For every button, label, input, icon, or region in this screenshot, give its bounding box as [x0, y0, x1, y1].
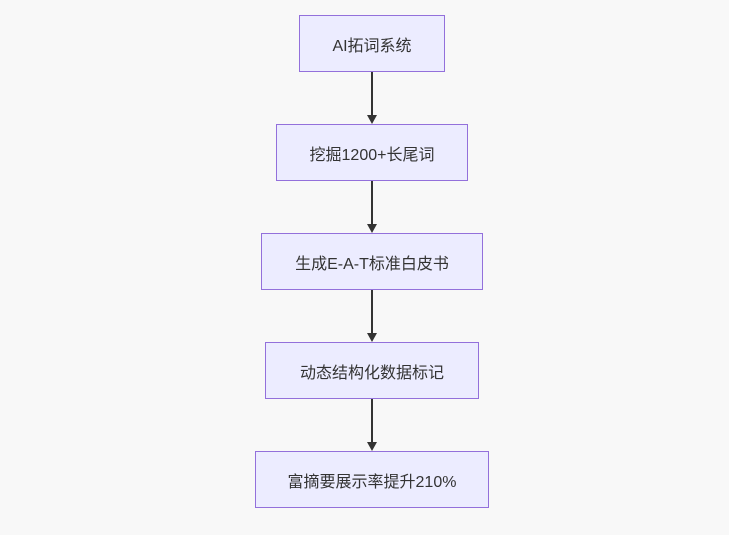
flow-edge-2-3	[367, 181, 377, 233]
flow-edge-3-4	[367, 290, 377, 342]
arrow-line	[371, 290, 373, 334]
arrow-line	[371, 181, 373, 225]
flow-edge-4-5	[367, 399, 377, 451]
flowchart-column: AI拓词系统 挖掘1200+长尾词 生成E-A-T标准白皮书 动态结构化数据标记	[255, 15, 489, 508]
arrowhead-down-icon	[367, 333, 377, 342]
flow-node-structured-data: 动态结构化数据标记	[265, 342, 479, 399]
flow-node-longtail-mining: 挖掘1200+长尾词	[276, 124, 468, 181]
arrowhead-down-icon	[367, 224, 377, 233]
flow-edge-1-2	[367, 72, 377, 124]
flow-node-label: 富摘要展示率提升210%	[287, 473, 457, 491]
flow-node-label: 挖掘1200+长尾词	[309, 146, 435, 164]
flow-node-rich-snippet-result: 富摘要展示率提升210%	[255, 451, 489, 508]
arrowhead-down-icon	[367, 442, 377, 451]
arrow-line	[371, 72, 373, 116]
flow-node-label: 动态结构化数据标记	[299, 364, 444, 382]
arrowhead-down-icon	[367, 115, 377, 124]
arrow-line	[371, 399, 373, 443]
flow-node-label: AI拓词系统	[332, 37, 412, 55]
flow-node-label: 生成E-A-T标准白皮书	[295, 255, 449, 273]
flow-node-eat-whitepaper: 生成E-A-T标准白皮书	[261, 233, 483, 290]
flow-node-ai-word-system: AI拓词系统	[299, 15, 445, 72]
